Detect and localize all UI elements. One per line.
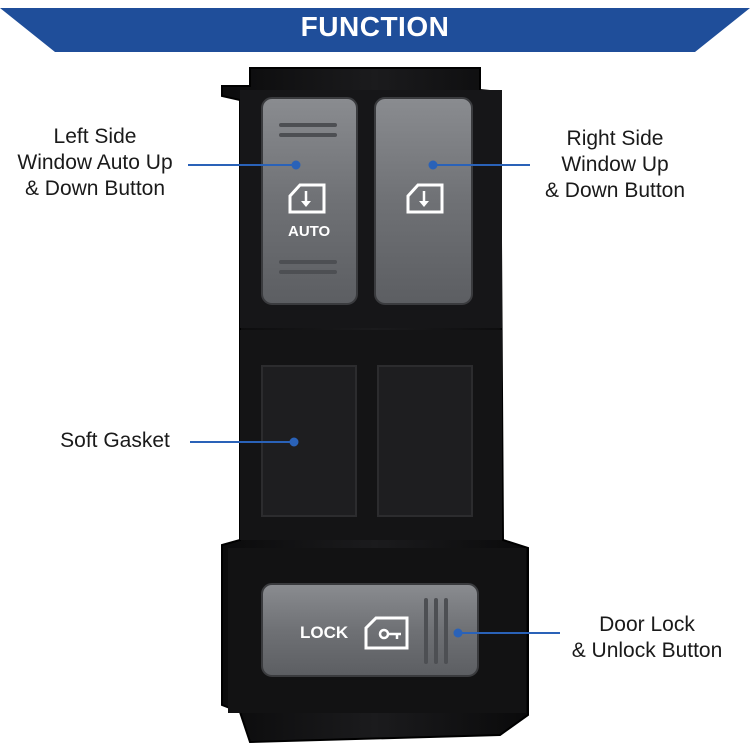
lock-label: LOCK: [300, 623, 349, 642]
callout-text: Door Lock: [599, 613, 695, 636]
callout-text: & Unlock Button: [571, 639, 723, 662]
callout-text: Left Side: [53, 125, 137, 148]
callout-text: Right Side: [566, 127, 664, 150]
callout-text: Soft Gasket: [60, 429, 170, 452]
callout-text: & Down Button: [544, 179, 686, 202]
callout-text: & Down Button: [24, 177, 166, 200]
callout-lines: [188, 160, 560, 638]
banner-shape: [0, 8, 750, 52]
window-icon: [288, 183, 326, 214]
auto-label: AUTO: [288, 223, 331, 240]
window-icon: [406, 183, 444, 214]
callout-door-lock: Door Lock & Unlock Button: [562, 612, 732, 664]
callout-text: Window Auto Up: [17, 151, 173, 174]
callout-text: Window Up: [561, 153, 669, 176]
soft-gasket-right: [377, 365, 473, 517]
door-lock-icon: [364, 616, 409, 650]
function-banner: FUNCTION: [0, 0, 750, 54]
callout-left-window: Left Side Window Auto Up & Down Button: [10, 124, 180, 202]
banner-title: FUNCTION: [300, 11, 450, 42]
callout-right-window: Right Side Window Up & Down Button: [530, 126, 700, 204]
door-lock-button[interactable]: [261, 583, 479, 677]
callout-soft-gasket: Soft Gasket: [50, 428, 180, 454]
